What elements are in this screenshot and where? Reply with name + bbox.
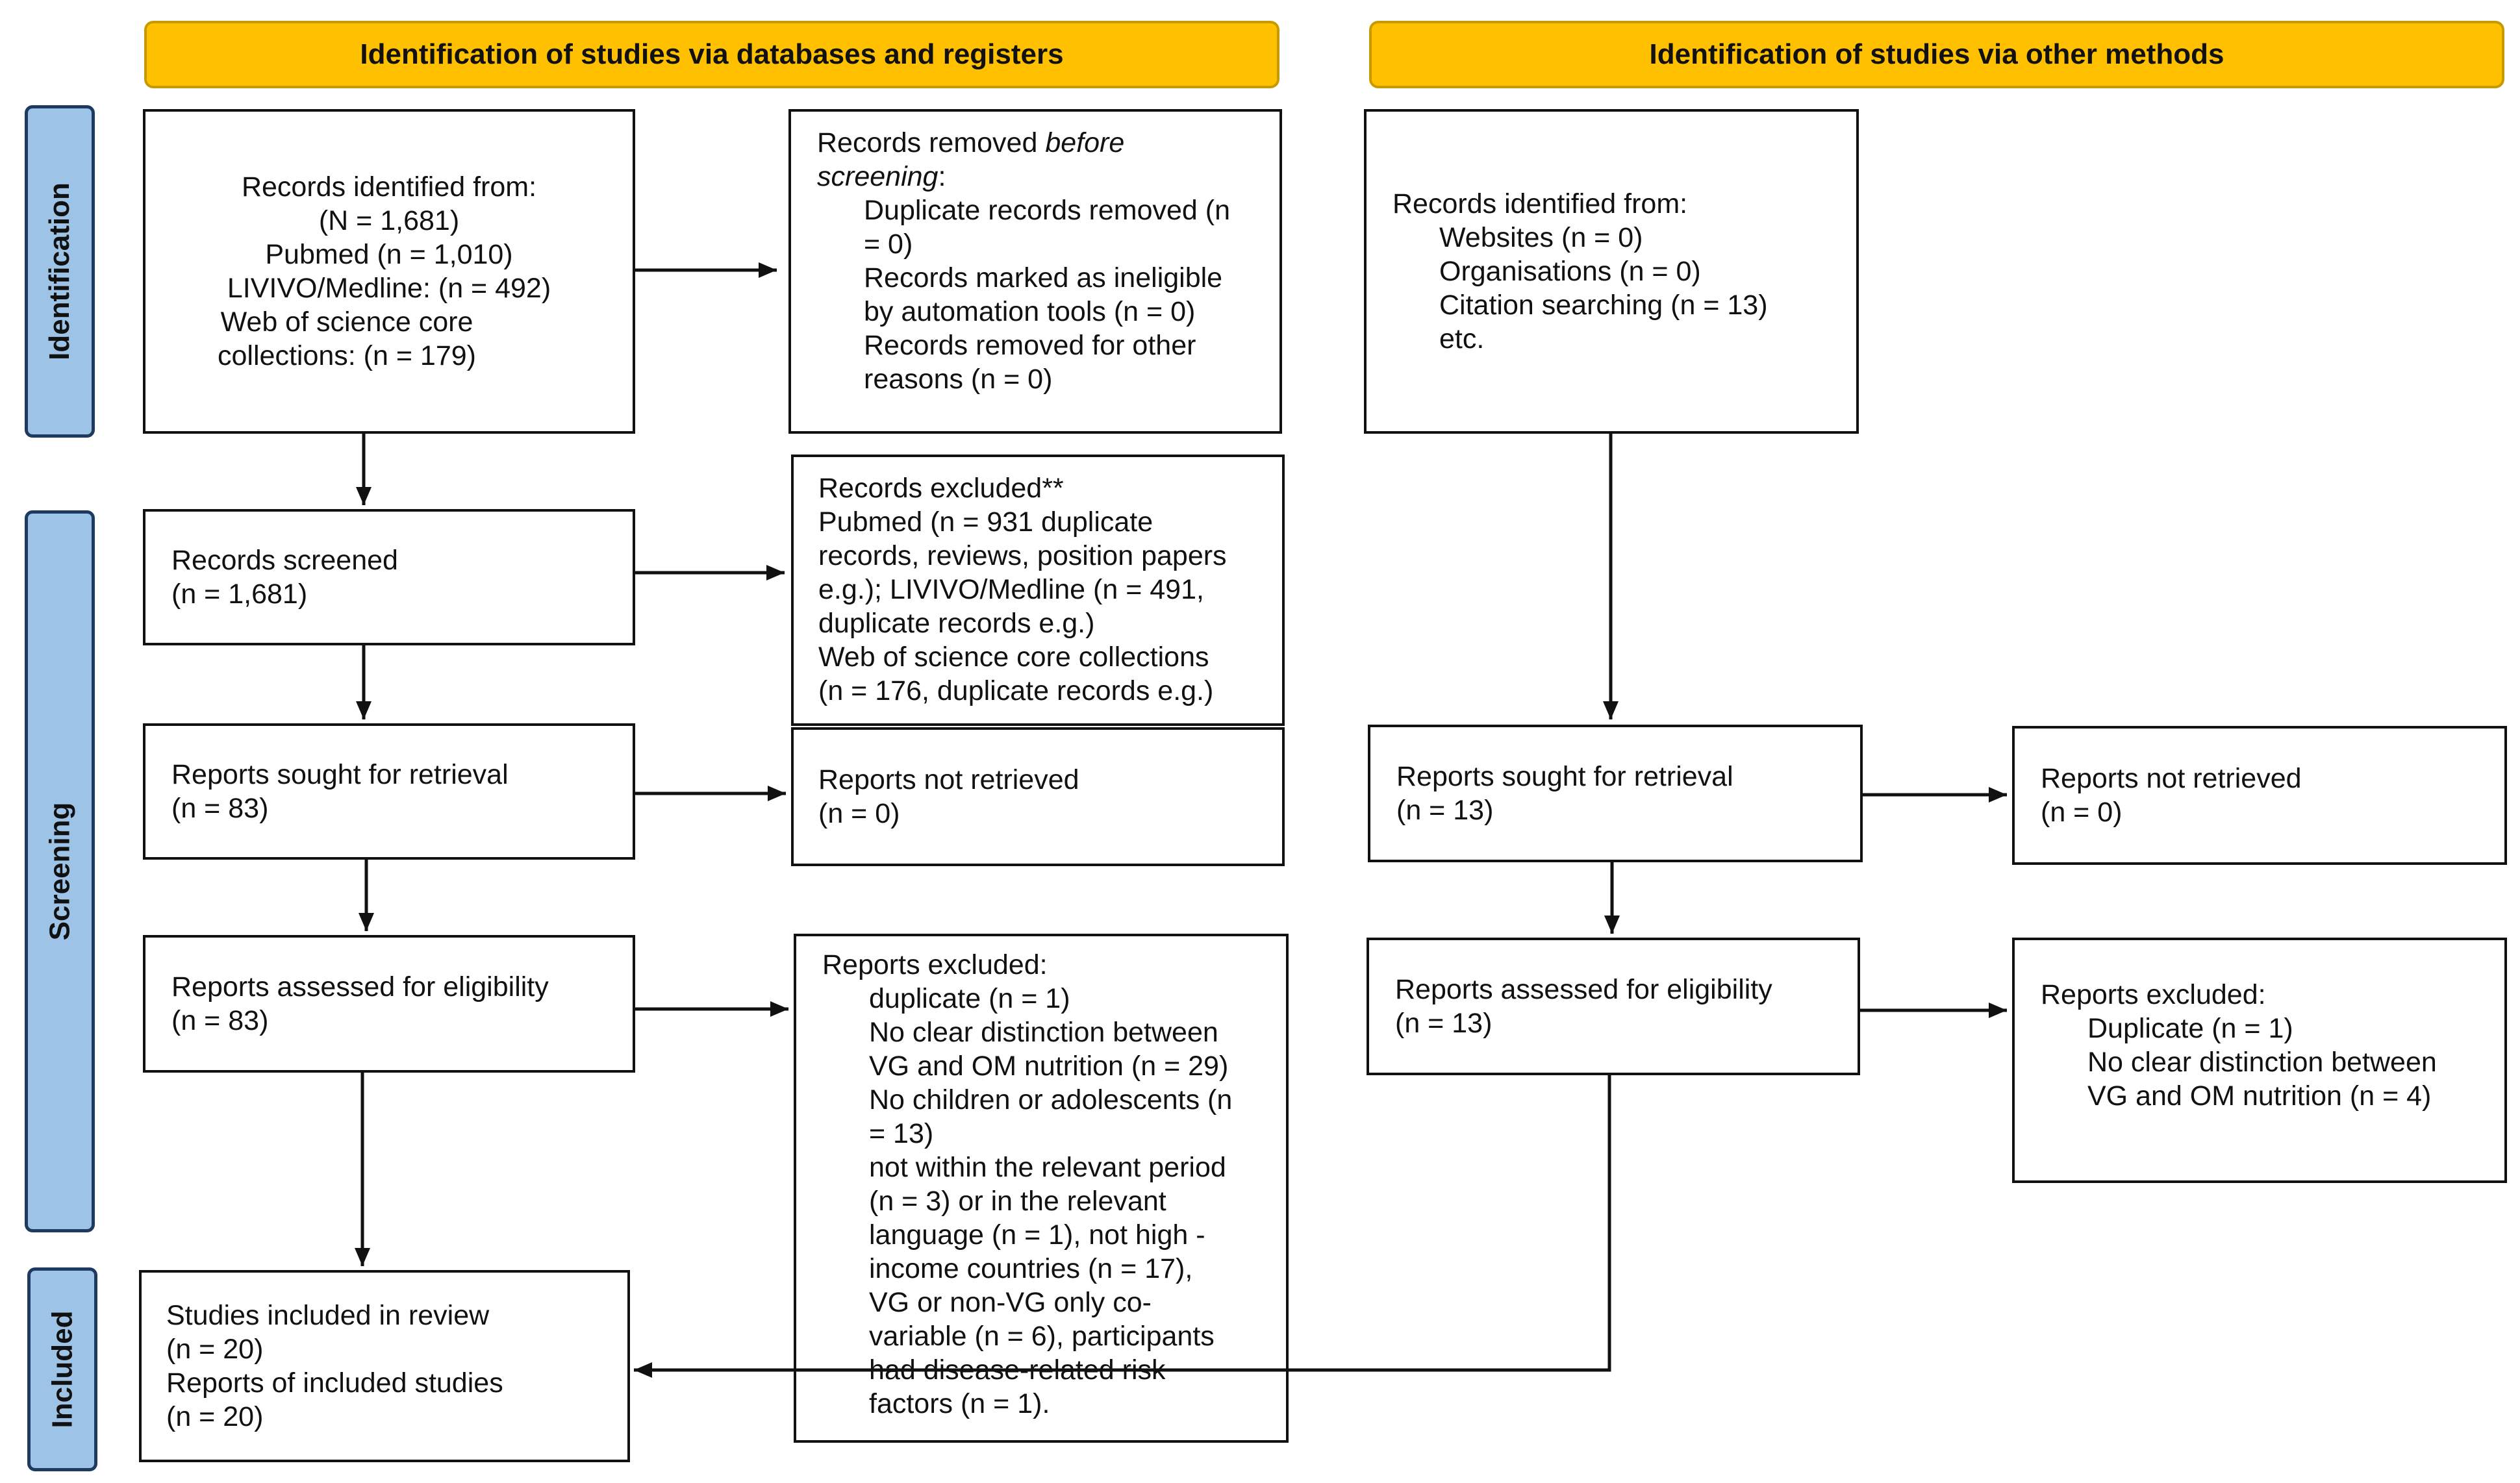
box-records-identified: Records identified from: (N = 1,681) Pub… xyxy=(143,109,635,434)
line: Records marked as ineligible xyxy=(864,262,1223,293)
line: variable (n = 6), participants xyxy=(869,1321,1215,1352)
line: (n = 83) xyxy=(171,1005,269,1036)
box-other-reports-sought: Reports sought for retrieval (n = 13) xyxy=(1368,725,1863,862)
line: records, reviews, position papers xyxy=(818,540,1227,571)
header-databases: Identification of studies via databases … xyxy=(144,21,1279,88)
line: LIVIVO/Medline: (n = 492) xyxy=(227,273,551,304)
box-other-reports-assessed: Reports assessed for eligibility (n = 13… xyxy=(1367,938,1860,1075)
line: Web of science core collections xyxy=(818,642,1209,673)
removed-title-c: screening xyxy=(817,161,939,192)
line: Records removed for other xyxy=(864,330,1196,361)
header-other-methods: Identification of studies via other meth… xyxy=(1369,21,2504,88)
line: (n = 1,681) xyxy=(171,579,308,610)
line: = 13) xyxy=(869,1118,934,1149)
line: screening: xyxy=(817,160,1279,193)
line: Reports sought for retrieval xyxy=(1396,761,1733,792)
arrow-other-assessed-to-included xyxy=(634,1075,1611,1378)
line: etc. xyxy=(1439,323,1485,355)
line: e.g.); LIVIVO/Medline (n = 491, xyxy=(818,574,1204,605)
line: factors (n = 1). xyxy=(869,1388,1050,1419)
box-studies-included: Studies included in review (n = 20) Repo… xyxy=(139,1270,630,1462)
line: (n = 0) xyxy=(2041,797,2123,828)
box-reports-sought: Reports sought for retrieval (n = 83) xyxy=(143,723,635,860)
box-other-records-identified: Records identified from: Websites (n = 0… xyxy=(1364,109,1859,434)
line: VG and OM nutrition (n = 4) xyxy=(2087,1080,2432,1112)
removed-title-b: before xyxy=(1045,127,1125,158)
line: Records removed before xyxy=(817,126,1279,160)
line: duplicate (n = 1) xyxy=(869,983,1070,1014)
line: Reports not retrieved xyxy=(818,764,1079,795)
box-reports-not-retrieved: Reports not retrieved (n = 0) xyxy=(791,727,1285,866)
line: Records excluded** xyxy=(818,473,1064,504)
box-records-screened: Records screened (n = 1,681) xyxy=(143,509,635,645)
line: Reports of included studies xyxy=(166,1367,503,1399)
line: Pubmed (n = 931 duplicate xyxy=(818,506,1153,538)
line: Studies included in review xyxy=(166,1300,490,1331)
line: Websites (n = 0) xyxy=(1439,222,1643,253)
line: VG or non-VG only co- xyxy=(869,1287,1152,1318)
line: Reports excluded: xyxy=(822,949,1048,980)
header-databases-label: Identification of studies via databases … xyxy=(360,38,1064,70)
line: Pubmed (n = 1,010) xyxy=(265,239,513,270)
line: VG and OM nutrition (n = 29) xyxy=(869,1051,1229,1082)
line: reasons (n = 0) xyxy=(864,364,1053,395)
line: (n = 13) xyxy=(1395,1008,1493,1039)
removed-title-d: : xyxy=(938,161,946,192)
line: Citation searching (n = 13) xyxy=(1439,290,1768,321)
line: Reports assessed for eligibility xyxy=(171,971,549,1003)
line: Records screened xyxy=(171,545,398,576)
line: (n = 83) xyxy=(171,793,269,824)
line: collections: (n = 179) xyxy=(218,340,476,371)
line: Organisations (n = 0) xyxy=(1439,256,1701,287)
line: (n = 20) xyxy=(166,1401,264,1432)
box-other-reports-excluded: Reports excluded: Duplicate (n = 1) No c… xyxy=(2012,938,2507,1183)
line: (n = 3) or in the relevant xyxy=(869,1186,1166,1217)
removed-title-a: Records removed xyxy=(817,127,1046,158)
box-other-reports-not-retrieved: Reports not retrieved (n = 0) xyxy=(2012,726,2507,865)
line: (n = 20) xyxy=(166,1334,264,1365)
line: (N = 1,681) xyxy=(318,205,460,236)
line: Records identified from: xyxy=(1392,188,1688,219)
line: = 0) xyxy=(864,229,913,260)
line: No children or adolescents (n xyxy=(869,1084,1233,1115)
phase-screening: Screening xyxy=(25,510,95,1232)
box-records-removed: Records removed before screening: Duplic… xyxy=(788,109,1282,434)
line: Reports assessed for eligibility xyxy=(1395,974,1772,1005)
line: Reports excluded: xyxy=(2041,979,2266,1010)
line: Records identified from: xyxy=(241,171,537,203)
line: Reports sought for retrieval xyxy=(171,759,509,790)
line: income countries (n = 17), xyxy=(869,1253,1193,1284)
line: Duplicate records removed (n xyxy=(864,195,1231,226)
box-reports-assessed: Reports assessed for eligibility (n = 83… xyxy=(143,935,635,1073)
box-reports-excluded: Reports excluded: duplicate (n = 1) No c… xyxy=(794,934,1289,1443)
line: No clear distinction between xyxy=(2087,1047,2437,1078)
line: by automation tools (n = 0) xyxy=(864,296,1196,327)
line: (n = 176, duplicate records e.g.) xyxy=(818,675,1214,706)
line: Duplicate (n = 1) xyxy=(2087,1013,2293,1044)
line: Web of science core xyxy=(220,306,473,338)
box-records-excluded: Records excluded** Pubmed (n = 931 dupli… xyxy=(791,455,1285,726)
header-other-label: Identification of studies via other meth… xyxy=(1649,38,2224,70)
line: No clear distinction between xyxy=(869,1017,1218,1048)
line: language (n = 1), not high - xyxy=(869,1219,1205,1251)
phase-included: Included xyxy=(27,1267,97,1471)
line: Reports not retrieved xyxy=(2041,763,2302,794)
phase-identification: Identification xyxy=(25,105,95,438)
line: (n = 13) xyxy=(1396,795,1494,826)
line: (n = 0) xyxy=(818,798,900,829)
line: duplicate records e.g.) xyxy=(818,608,1095,639)
line: not within the relevant period xyxy=(869,1152,1226,1183)
